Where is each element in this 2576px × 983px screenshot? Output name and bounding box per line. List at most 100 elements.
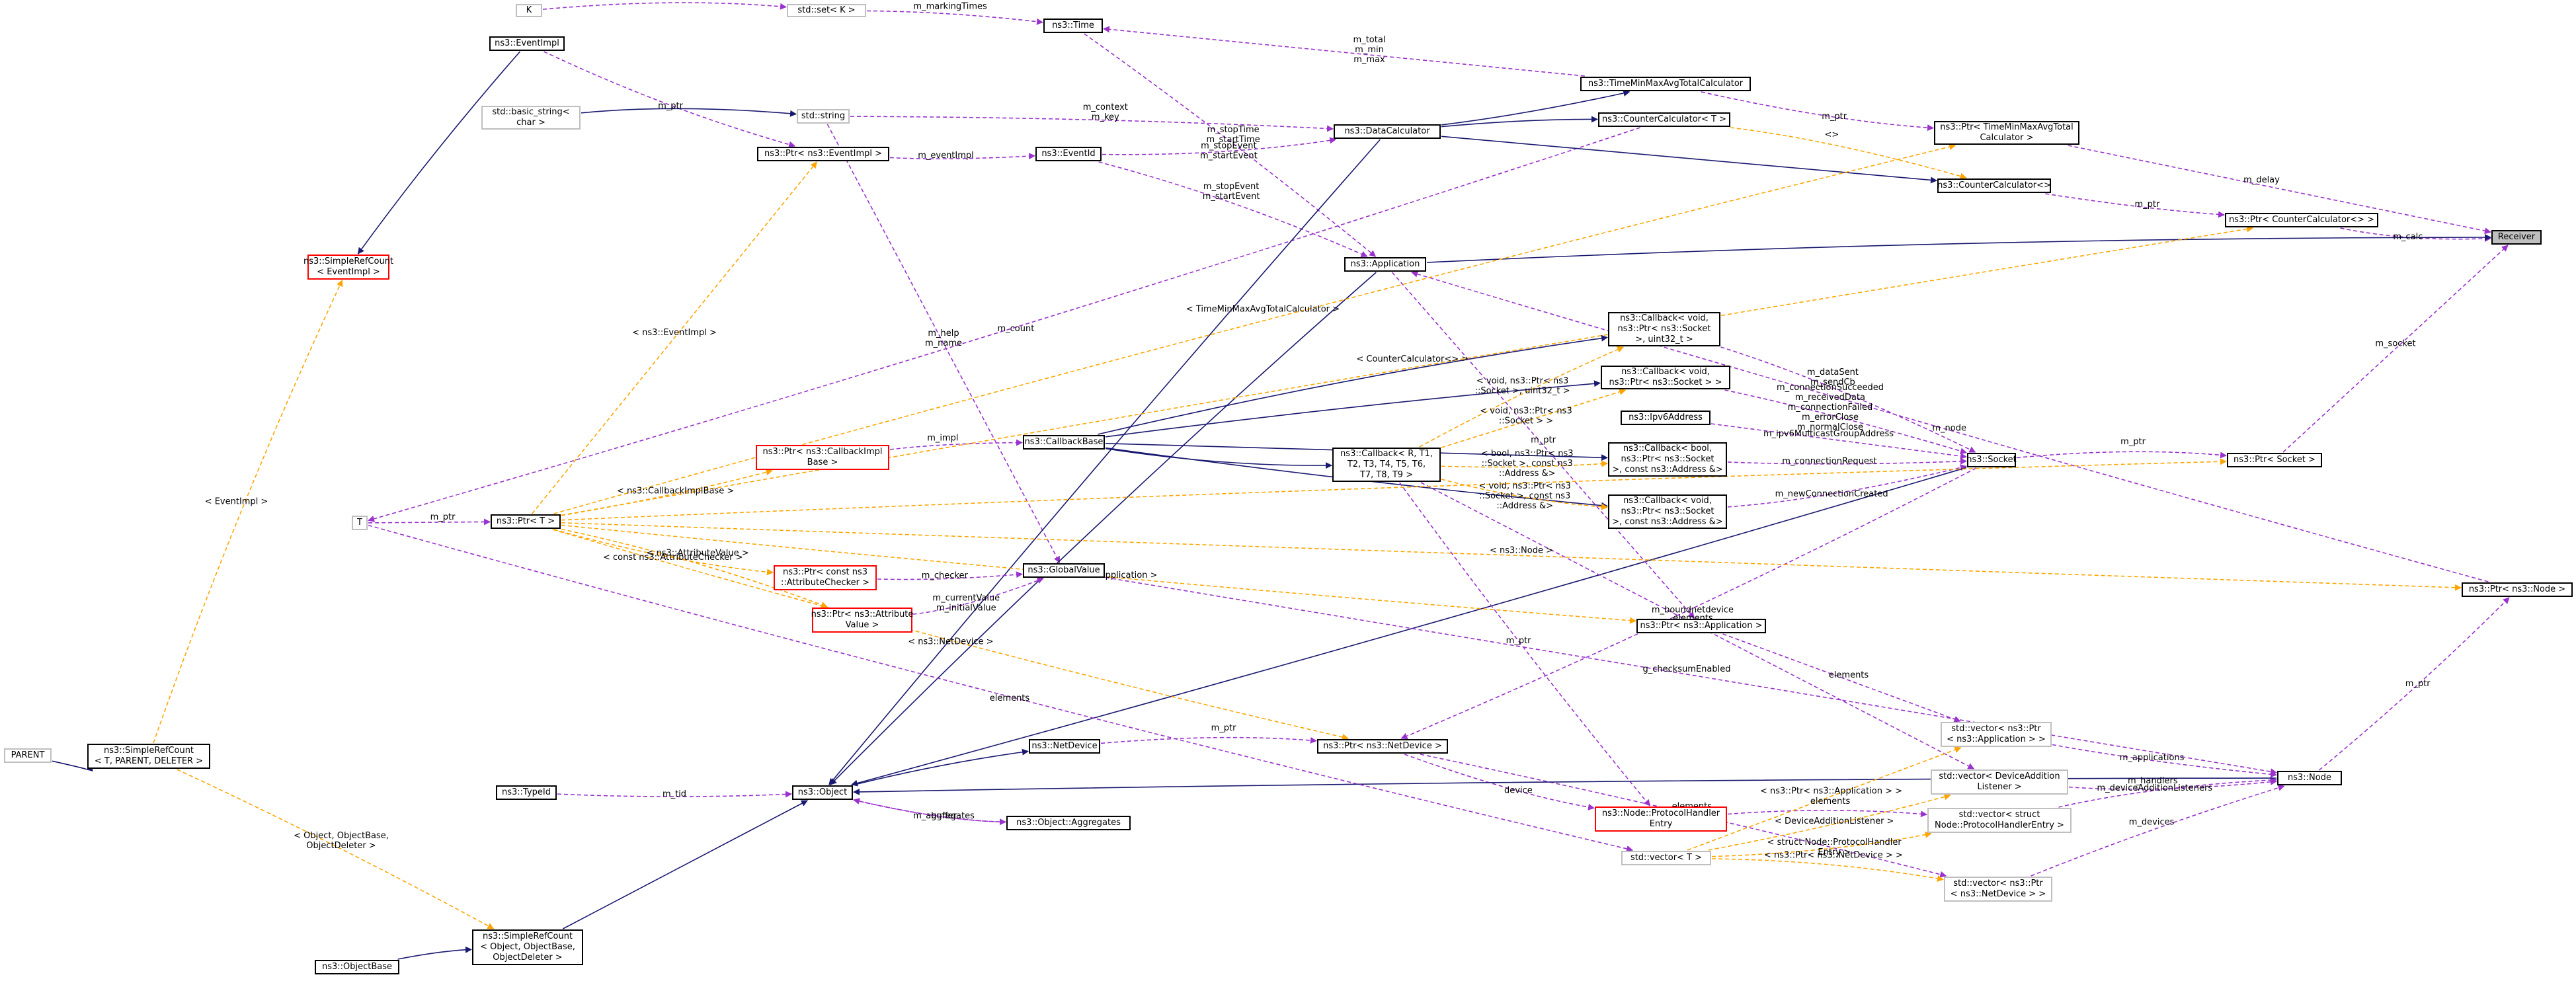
class-node-ptrattrchecker[interactable]: ns3::Ptr< const ns3::AttributeChecker > <box>774 565 877 590</box>
class-node-object[interactable]: ns3::Object <box>792 785 853 800</box>
class-node-basicstr[interactable]: std::basic_string<char > <box>481 106 581 130</box>
class-node-objectbase[interactable]: ns3::ObjectBase <box>315 960 399 974</box>
class-node-label: ns3::Node::ProtocolHandler <box>1601 808 1720 818</box>
edge-label: < void, ns3::Ptr< ns3::Socket > > <box>1480 407 1572 426</box>
class-node-ptreventimpl[interactable]: ns3::Ptr< ns3::EventImpl > <box>757 147 889 161</box>
class-node-ptrt[interactable]: ns3::Ptr< T > <box>491 514 561 529</box>
edge-inherit-socket-to-object <box>851 467 1967 787</box>
class-node-cbbool[interactable]: ns3::Callback< bool,ns3::Ptr< ns3::Socke… <box>1608 442 1727 477</box>
class-node-ipv6[interactable]: ns3::Ipv6Address <box>1621 411 1711 425</box>
class-node-ptrapp[interactable]: ns3::Ptr< ns3::Application > <box>1636 619 1766 633</box>
class-node-globalvalue[interactable]: ns3::GlobalValue <box>1023 563 1105 578</box>
class-node-label: std::basic_string< <box>492 107 570 117</box>
class-node-label: ns3::Ptr< ns3::Socket > > <box>1609 377 1722 387</box>
class-node-receiver[interactable]: Receiver <box>2491 230 2542 245</box>
class-node-k[interactable]: K <box>516 4 542 17</box>
class-node-label: ns3::Ptr< T > <box>496 516 555 526</box>
class-node-netdevice[interactable]: ns3::NetDevice <box>1029 739 1100 754</box>
class-node-label: ns3::Node <box>2288 773 2331 783</box>
class-node-ptrsocket[interactable]: ns3::Ptr< Socket > <box>2227 453 2322 467</box>
class-node-datacalc[interactable]: ns3::DataCalculator <box>1334 124 1441 139</box>
edge-label: < void, ns3::Ptr< ns3::Socket >, uint32_… <box>1475 376 1570 396</box>
edge-usage-cbvoidaddr-to-socket <box>1727 464 1967 508</box>
edge-label: < ns3::Ptr< ns3::NetDevice > > <box>1764 851 1903 861</box>
class-node-label: ns3::Ptr< TimeMinMaxAvgTotal <box>1940 122 2073 132</box>
class-node-countercalc[interactable]: ns3::CounterCalculator<> <box>1937 178 2051 193</box>
class-node-ptrnetdev[interactable]: ns3::Ptr< ns3::NetDevice > <box>1317 739 1448 754</box>
class-node-cbr[interactable]: ns3::Callback< R, T1,T2, T3, T4, T5, T6,… <box>1332 448 1441 482</box>
class-node-label: ns3::Ptr< ns3::EventImpl > <box>764 149 883 159</box>
class-node-label: >, const ns3::Address &> <box>1612 465 1723 475</box>
edge-label: m_ptr <box>658 101 684 111</box>
class-node-srcobject[interactable]: ns3::SimpleRefCount< Object, ObjectBase,… <box>472 929 583 965</box>
class-node-label: ns3::SimpleRefCount <box>103 746 194 756</box>
class-node-t[interactable]: T <box>352 516 368 530</box>
edge-usage-cbr-to-phe <box>1399 482 1651 806</box>
class-node-eventimpl[interactable]: ns3::EventImpl <box>489 36 565 51</box>
edge-inherit-datacalc-to-countercalc <box>1441 136 1937 184</box>
edge-label: m_socket <box>2375 339 2415 349</box>
class-node-socket[interactable]: ns3::Socket <box>1966 453 2017 467</box>
class-node-label: ns3::CallbackBase <box>1024 437 1104 447</box>
edge-usage-t-to-vect <box>368 524 1634 852</box>
class-node-srceventimpl[interactable]: ns3::SimpleRefCount< EventImpl > <box>303 255 393 280</box>
class-node-cbvoidsock[interactable]: ns3::Callback< void,ns3::Ptr< ns3::Socke… <box>1601 366 1730 389</box>
class-node-node[interactable]: ns3::Node <box>2277 771 2342 785</box>
edge-inherit-datacalc-to-object <box>828 139 1381 785</box>
class-node-countercalct[interactable]: ns3::CounterCalculator< T > <box>1598 112 1730 127</box>
class-node-label: ns3::CounterCalculator<> <box>1937 180 2051 190</box>
class-node-label: ns3::Ptr< Socket > <box>2234 455 2315 465</box>
class-node-callbackbase[interactable]: ns3::CallbackBase <box>1023 435 1105 450</box>
edge-label: m_tid <box>663 789 686 799</box>
edge-label: < CounterCalculator<> > <box>1356 354 1469 364</box>
class-node-parent[interactable]: PARENT <box>4 748 52 763</box>
class-node-label: char > <box>516 118 545 128</box>
edge-usage-set-to-time <box>866 10 1043 25</box>
class-node-ptrcounter[interactable]: ns3::Ptr< CounterCalculator<> > <box>2225 213 2378 227</box>
class-node-cbvoiduint[interactable]: ns3::Callback< void,ns3::Ptr< ns3::Socke… <box>1608 312 1720 346</box>
edge-inherit-callbackbase-to-cbvoiduint <box>1098 334 1608 435</box>
class-node-cbvoidaddr[interactable]: ns3::Callback< void,ns3::Ptr< ns3::Socke… <box>1608 494 1727 529</box>
class-node-string[interactable]: std::string <box>797 109 850 124</box>
edge-label: m_impl <box>927 434 958 444</box>
edge-usage-socket-to-ptrsocket <box>2016 451 2227 459</box>
class-node-label: ns3::Ptr< CounterCalculator<> > <box>2228 215 2375 225</box>
edge-label: < ns3::AttributeValue > <box>646 548 748 558</box>
edge-template-ptrt-to-ptrattrvalue <box>561 528 828 608</box>
class-node-vecptrnetdev[interactable]: std::vector< ns3::Ptr< ns3::NetDevice > … <box>1944 877 2052 902</box>
class-node-vecptrapp[interactable]: std::vector< ns3::Ptr< ns3::Application … <box>1941 722 2052 747</box>
edge-usage-vecdal-to-node <box>2068 778 2277 790</box>
class-node-label: ObjectDeleter > <box>493 953 563 963</box>
class-node-vect[interactable]: std::vector< T > <box>1621 851 1711 865</box>
class-node-ptrnode[interactable]: ns3::Ptr< ns3::Node > <box>2462 582 2573 597</box>
class-node-label: std::vector< ns3::Ptr <box>1951 724 2041 734</box>
edge-label: m_ptr <box>1822 112 1847 122</box>
class-node-tmmatc[interactable]: ns3::TimeMinMaxAvgTotalCalculator <box>1580 77 1751 91</box>
class-node-set[interactable]: std::set< K > <box>787 4 866 17</box>
edge-inherit-objectbase-to-srcobject <box>397 946 472 960</box>
class-node-time[interactable]: ns3::Time <box>1043 19 1103 33</box>
class-node-eventid[interactable]: ns3::EventId <box>1035 147 1102 161</box>
edge-usage-application-to-ptrapp <box>1391 272 1695 619</box>
edge-usage-vecptrnetdev-to-node <box>2031 784 2285 877</box>
class-node-srctparent[interactable]: ns3::SimpleRefCount< T, PARENT, DELETER … <box>87 744 210 769</box>
class-node-typeid[interactable]: ns3::TypeId <box>496 785 557 800</box>
class-node-label: ns3::DataCalculator <box>1344 126 1430 136</box>
edge-label: m_ptr <box>2134 200 2160 210</box>
edge-label: buffer <box>931 811 957 821</box>
edge-template-ptrt-to-ptrapp <box>561 524 1636 624</box>
class-node-label: std::string <box>801 111 846 121</box>
class-node-application[interactable]: ns3::Application <box>1344 257 1426 272</box>
class-node-aggregates[interactable]: ns3::Object::Aggregates <box>1006 816 1131 830</box>
edge-inherit-object-to-netdevice <box>853 748 1029 786</box>
edge-inherit-callbackbase-to-cbr <box>1105 448 1332 469</box>
